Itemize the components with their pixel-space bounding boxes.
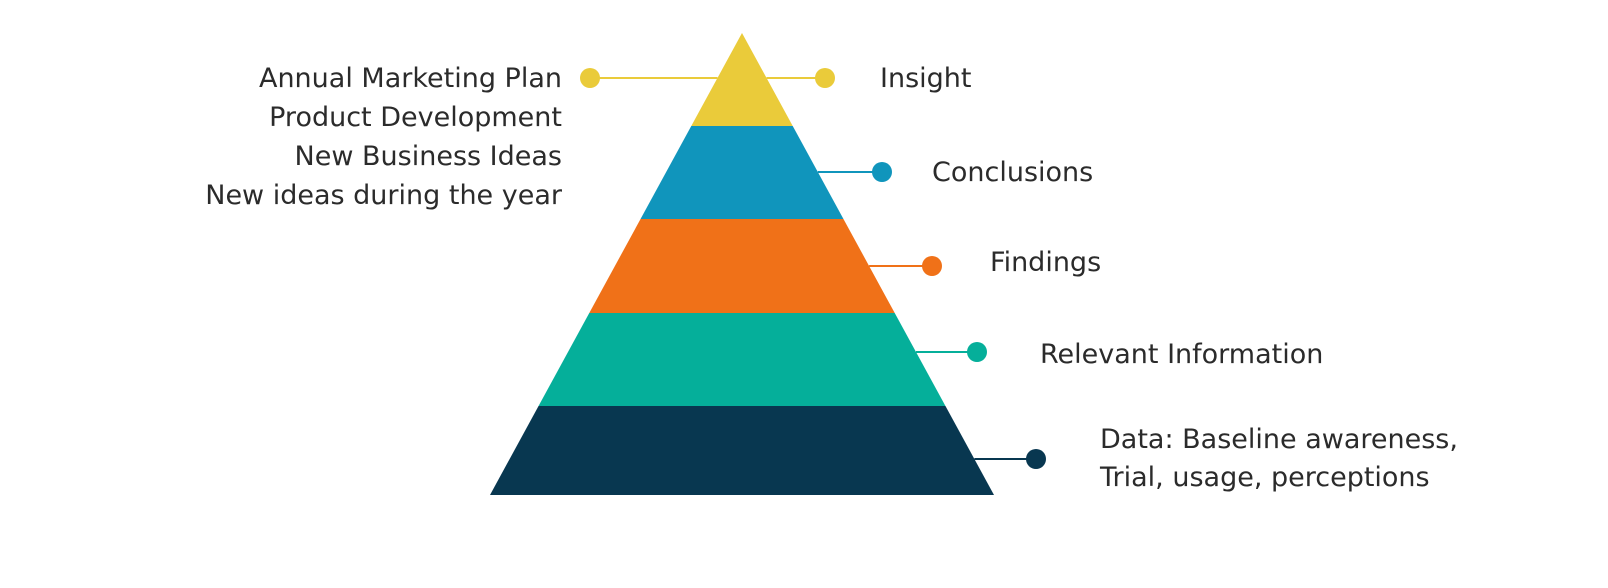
level-labels: Insight Conclusions Findings Relevant In… <box>880 63 1458 493</box>
level-label-data: Data: Baseline awareness, <box>1100 424 1458 455</box>
left-note: New Business Ideas <box>295 141 562 172</box>
connector-dot-left-notes <box>580 68 600 88</box>
level-label-insight: Insight <box>880 63 971 94</box>
level-label-conclusions: Conclusions <box>932 157 1093 188</box>
pyramid-layer-conclusions <box>640 126 844 219</box>
left-notes: Annual Marketing Plan Product Developmen… <box>205 63 563 211</box>
pyramid-layer-relevant-information <box>538 313 946 406</box>
left-note: Product Development <box>269 102 562 133</box>
connector-dot-conclusions <box>872 162 892 182</box>
connector-dot-relevant-information <box>967 342 987 362</box>
level-label-relevant-information: Relevant Information <box>1040 339 1323 370</box>
connector-dot-data <box>1026 449 1046 469</box>
left-note: Annual Marketing Plan <box>259 63 562 94</box>
level-label-findings: Findings <box>990 247 1101 278</box>
connector-dot-findings <box>922 256 942 276</box>
pyramid-layer-data <box>490 406 994 495</box>
pyramid-layer-findings <box>589 219 895 313</box>
left-note: New ideas during the year <box>205 180 563 211</box>
connector-dot-insight <box>815 68 835 88</box>
pyramid-layer-insight <box>691 33 793 126</box>
level-label-data: Trial, usage, perceptions <box>1099 462 1430 493</box>
